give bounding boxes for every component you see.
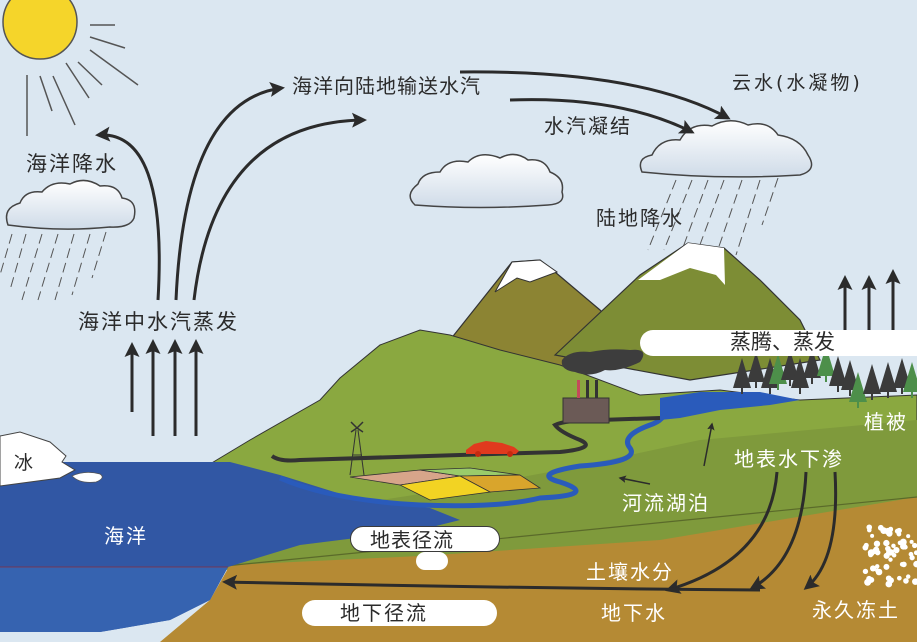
label-land-precipitation: 陆地降水 [596, 206, 684, 230]
tree [733, 358, 751, 394]
label-vegetation: 植被 [864, 410, 908, 434]
label-groundwater: 地下水 [601, 601, 667, 625]
evapotranspiration-pill [640, 330, 917, 356]
permafrost-dot [912, 542, 917, 549]
permafrost-icon [862, 524, 917, 588]
permafrost-dot [862, 568, 869, 575]
permafrost-dot [894, 528, 901, 534]
label-vapor-transport: 海洋向陆地输送水汽 [292, 74, 481, 98]
tree [849, 372, 867, 408]
permafrost-dot [913, 550, 917, 556]
permafrost-dot [877, 524, 884, 531]
permafrost-dot [888, 557, 893, 562]
permafrost-dot [873, 546, 880, 553]
surface-runoff-connector [416, 552, 448, 570]
factory-icon [561, 349, 644, 424]
permafrost-dot [873, 540, 881, 547]
permafrost-dot [896, 575, 902, 581]
permafrost-dot [869, 565, 877, 572]
permafrost-dot [887, 527, 893, 533]
permafrost-dot [862, 544, 869, 551]
permafrost-dot [906, 534, 911, 539]
permafrost-dot [893, 546, 900, 554]
cloud-icon [409, 153, 564, 209]
permafrost-dot [900, 542, 907, 550]
label-condensation: 水汽凝结 [544, 114, 632, 138]
label-ice: 冰 [14, 452, 36, 474]
ice-icon [0, 431, 103, 487]
tree [817, 346, 835, 382]
groundwater-flow-pill [302, 600, 497, 626]
permafrost-dot [891, 543, 896, 549]
farm-fields [349, 467, 542, 501]
tree [863, 364, 881, 400]
tree [879, 362, 897, 398]
label-ocean: 海洋 [104, 524, 148, 548]
tree [791, 358, 809, 394]
permafrost-dot [868, 576, 875, 583]
permafrost-dot [875, 568, 883, 576]
ocean-rain-cloud-icon [0, 179, 136, 301]
permafrost-dot [905, 574, 911, 579]
tree [747, 352, 765, 388]
permafrost-dot [883, 539, 890, 547]
river [278, 392, 800, 509]
label-ocean-evaporation: 海洋中水汽蒸发 [78, 310, 239, 334]
permafrost-dot [874, 564, 880, 569]
label-rivers-lakes: 河流湖泊 [622, 491, 710, 515]
tree [761, 358, 779, 394]
permafrost-dot [909, 539, 914, 544]
permafrost-dot [868, 552, 874, 558]
tree [903, 362, 917, 398]
label-soil-moisture: 土壤水分 [586, 560, 674, 584]
permafrost-dot [883, 563, 890, 570]
label-cloud-water: 云水(水凝物) [732, 72, 863, 94]
permafrost-dot [912, 578, 917, 585]
tree [829, 356, 847, 392]
permafrost-dot [885, 580, 893, 588]
permafrost-dot [870, 533, 875, 538]
tree [803, 348, 821, 384]
label-groundwater-flow: 地下径流 [340, 601, 428, 625]
arrows [95, 70, 901, 594]
trees-icon [733, 346, 917, 408]
permafrost-dot [899, 561, 905, 567]
permafrost-dot [903, 578, 909, 584]
windmill-icon [349, 421, 365, 476]
sun-icon [2, 0, 139, 136]
permafrost-dot [867, 527, 872, 533]
surface-runoff-pill [350, 526, 500, 552]
permafrost-dot [913, 560, 917, 568]
car-icon [466, 441, 519, 457]
permafrost-dot [909, 555, 915, 561]
land-rain-cloud-icon [639, 120, 813, 256]
permafrost-dot [883, 552, 890, 559]
label-surface-runoff: 地表径流 [370, 528, 454, 552]
label-infiltration: 地表水下渗 [734, 447, 844, 471]
permafrost-dot [885, 545, 891, 552]
label-permafrost: 永久冻土 [812, 598, 900, 622]
label-evapotranspiration: 蒸腾、蒸发 [730, 330, 835, 354]
tree [769, 354, 787, 390]
label-ocean-precipitation: 海洋降水 [26, 152, 118, 176]
